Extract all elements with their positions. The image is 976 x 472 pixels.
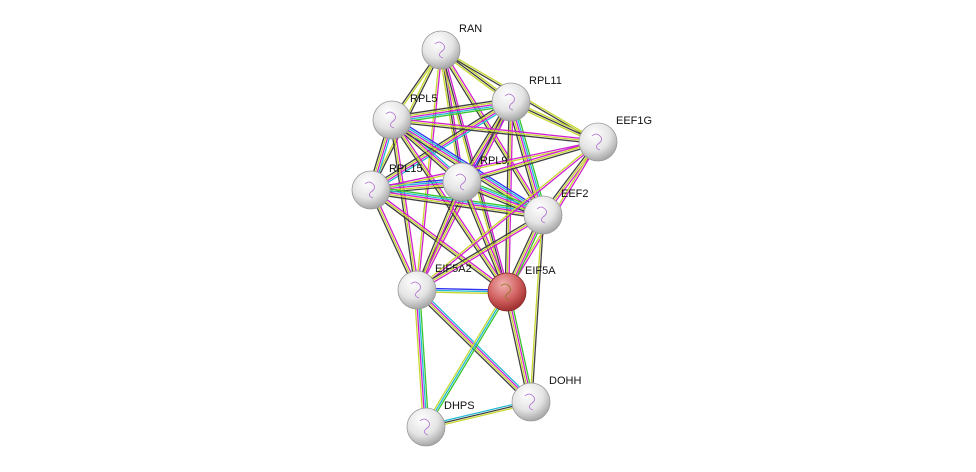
edge-evidence-textmining xyxy=(508,102,542,216)
edge-rpl5-eef1g[interactable] xyxy=(391,117,599,145)
edge-evidence-textmining xyxy=(415,290,531,404)
protein-structure-icon xyxy=(385,111,396,129)
node-sphere[interactable] xyxy=(406,407,446,447)
node-label: EIF5A2 xyxy=(435,263,472,275)
node-eif5a2[interactable]: EIF5A2 xyxy=(397,263,472,310)
edge-evidence-database xyxy=(417,289,428,427)
node-eef2[interactable]: EEF2 xyxy=(523,188,589,235)
edge-evidence-experiments xyxy=(417,215,545,293)
edge-evidence-textmining xyxy=(391,99,511,119)
edge-evidence-experiments xyxy=(415,290,426,428)
edge-evidence-experiments xyxy=(370,140,598,190)
node-label: RPL11 xyxy=(529,75,562,87)
node-rpl5[interactable]: RPL5 xyxy=(372,93,438,140)
node-sphere[interactable] xyxy=(491,82,531,122)
edge-evidence-textmining xyxy=(529,214,543,402)
node-sphere[interactable] xyxy=(442,162,482,202)
node-rpl9[interactable]: RPL9 xyxy=(442,155,508,202)
edge-evidence-coexpression xyxy=(389,120,507,294)
edge-evidence-neighborhood xyxy=(419,289,430,427)
node-eif5a[interactable]: EIF5A xyxy=(487,265,556,312)
node-label: RPL15 xyxy=(389,163,423,175)
edge-eef2-eif5a2[interactable] xyxy=(415,212,545,293)
node-label: EEF1G xyxy=(616,115,652,127)
edge-rpl11-rpl5[interactable] xyxy=(391,97,512,125)
edge-evidence-database xyxy=(372,103,513,193)
edge-evidence-coexpression xyxy=(370,192,543,220)
edge-evidence-experiments xyxy=(393,119,420,290)
edge-evidence-textmining xyxy=(391,119,599,143)
edge-evidence-textmining xyxy=(391,119,418,291)
edge-evidence-textmining xyxy=(416,181,463,291)
edge-eef1g-eif5a2[interactable] xyxy=(416,140,599,292)
edge-eef2-dohh[interactable] xyxy=(529,214,545,403)
node-dohh[interactable]: DOHH xyxy=(511,375,581,422)
protein-structure-icon xyxy=(419,418,430,436)
node-label: RPL5 xyxy=(410,93,438,105)
edge-evidence-experiments xyxy=(391,101,512,121)
protein-structure-icon xyxy=(536,206,547,224)
protein-structure-icon xyxy=(434,41,445,59)
edge-evidence-experiments xyxy=(417,50,443,291)
node-label: EIF5A xyxy=(525,265,556,277)
edge-evidence-textmining xyxy=(416,214,544,291)
protein-structure-icon xyxy=(524,393,535,411)
node-dhps[interactable]: DHPS xyxy=(406,400,475,447)
edge-eif5a2-dhps[interactable] xyxy=(413,289,430,428)
node-sphere[interactable] xyxy=(397,270,437,310)
node-ran[interactable]: RAN xyxy=(421,23,482,70)
node-rpl15[interactable]: RPL15 xyxy=(351,163,423,210)
node-sphere[interactable] xyxy=(351,170,391,210)
edge-evidence-experiments xyxy=(461,139,598,181)
protein-structure-icon xyxy=(455,173,466,191)
edge-evidence-experiments xyxy=(463,181,510,292)
edge-evidence-coexpression xyxy=(391,121,598,145)
edge-evidence-coexpression xyxy=(391,97,511,118)
edge-evidence-coexpression xyxy=(414,181,461,290)
node-label: RAN xyxy=(459,23,482,35)
edge-rpl9-eif5a2[interactable] xyxy=(414,181,465,291)
edge-evidence-textmining xyxy=(423,290,507,427)
protein-structure-icon xyxy=(591,133,602,151)
edge-eif5a-dhps[interactable] xyxy=(423,290,510,429)
node-sphere[interactable] xyxy=(511,382,551,422)
protein-structure-icon xyxy=(500,283,511,301)
edge-evidence-database xyxy=(425,291,508,428)
edge-evidence-textmining xyxy=(413,290,424,428)
node-label: DHPS xyxy=(444,400,475,412)
edge-evidence-coexpression xyxy=(462,143,599,185)
edge-rpl5-eif5a2[interactable] xyxy=(389,119,420,291)
edge-evidence-coexpression xyxy=(389,120,416,291)
node-label: EEF2 xyxy=(561,188,589,200)
edge-evidence-coexpression xyxy=(369,190,507,294)
edge-evidence-textmining xyxy=(461,141,599,183)
edge-evidence-coexpression xyxy=(415,212,543,290)
edge-evidence-coexpression xyxy=(531,215,545,403)
edge-evidence-textmining xyxy=(461,181,508,293)
edge-evidence-database xyxy=(392,103,512,123)
node-sphere[interactable] xyxy=(523,195,563,235)
protein-structure-icon xyxy=(410,281,421,299)
node-label: DOHH xyxy=(549,375,581,387)
edge-evidence-coexpression xyxy=(414,291,530,405)
node-eef1g[interactable]: EEF1G xyxy=(578,115,652,162)
edge-evidence-textmining xyxy=(370,100,511,190)
node-sphere[interactable] xyxy=(578,122,618,162)
protein-structure-icon xyxy=(504,93,515,111)
node-rpl11[interactable]: RPL11 xyxy=(491,75,562,122)
edge-evidence-coexpression xyxy=(369,99,510,189)
edge-evidence-textmining xyxy=(416,140,598,290)
protein-structure-icon xyxy=(364,181,375,199)
edge-evidence-experiments xyxy=(417,142,599,292)
node-sphere[interactable] xyxy=(372,100,412,140)
node-label: RPL9 xyxy=(480,155,508,167)
node-sphere[interactable] xyxy=(421,30,461,70)
edge-evidence-experiments xyxy=(418,182,465,291)
node-sphere[interactable] xyxy=(487,272,527,312)
edge-evidence-experiments xyxy=(392,117,599,141)
edge-rpl9-eef1g[interactable] xyxy=(461,139,599,185)
edge-evidence-neighborhood xyxy=(426,292,510,429)
